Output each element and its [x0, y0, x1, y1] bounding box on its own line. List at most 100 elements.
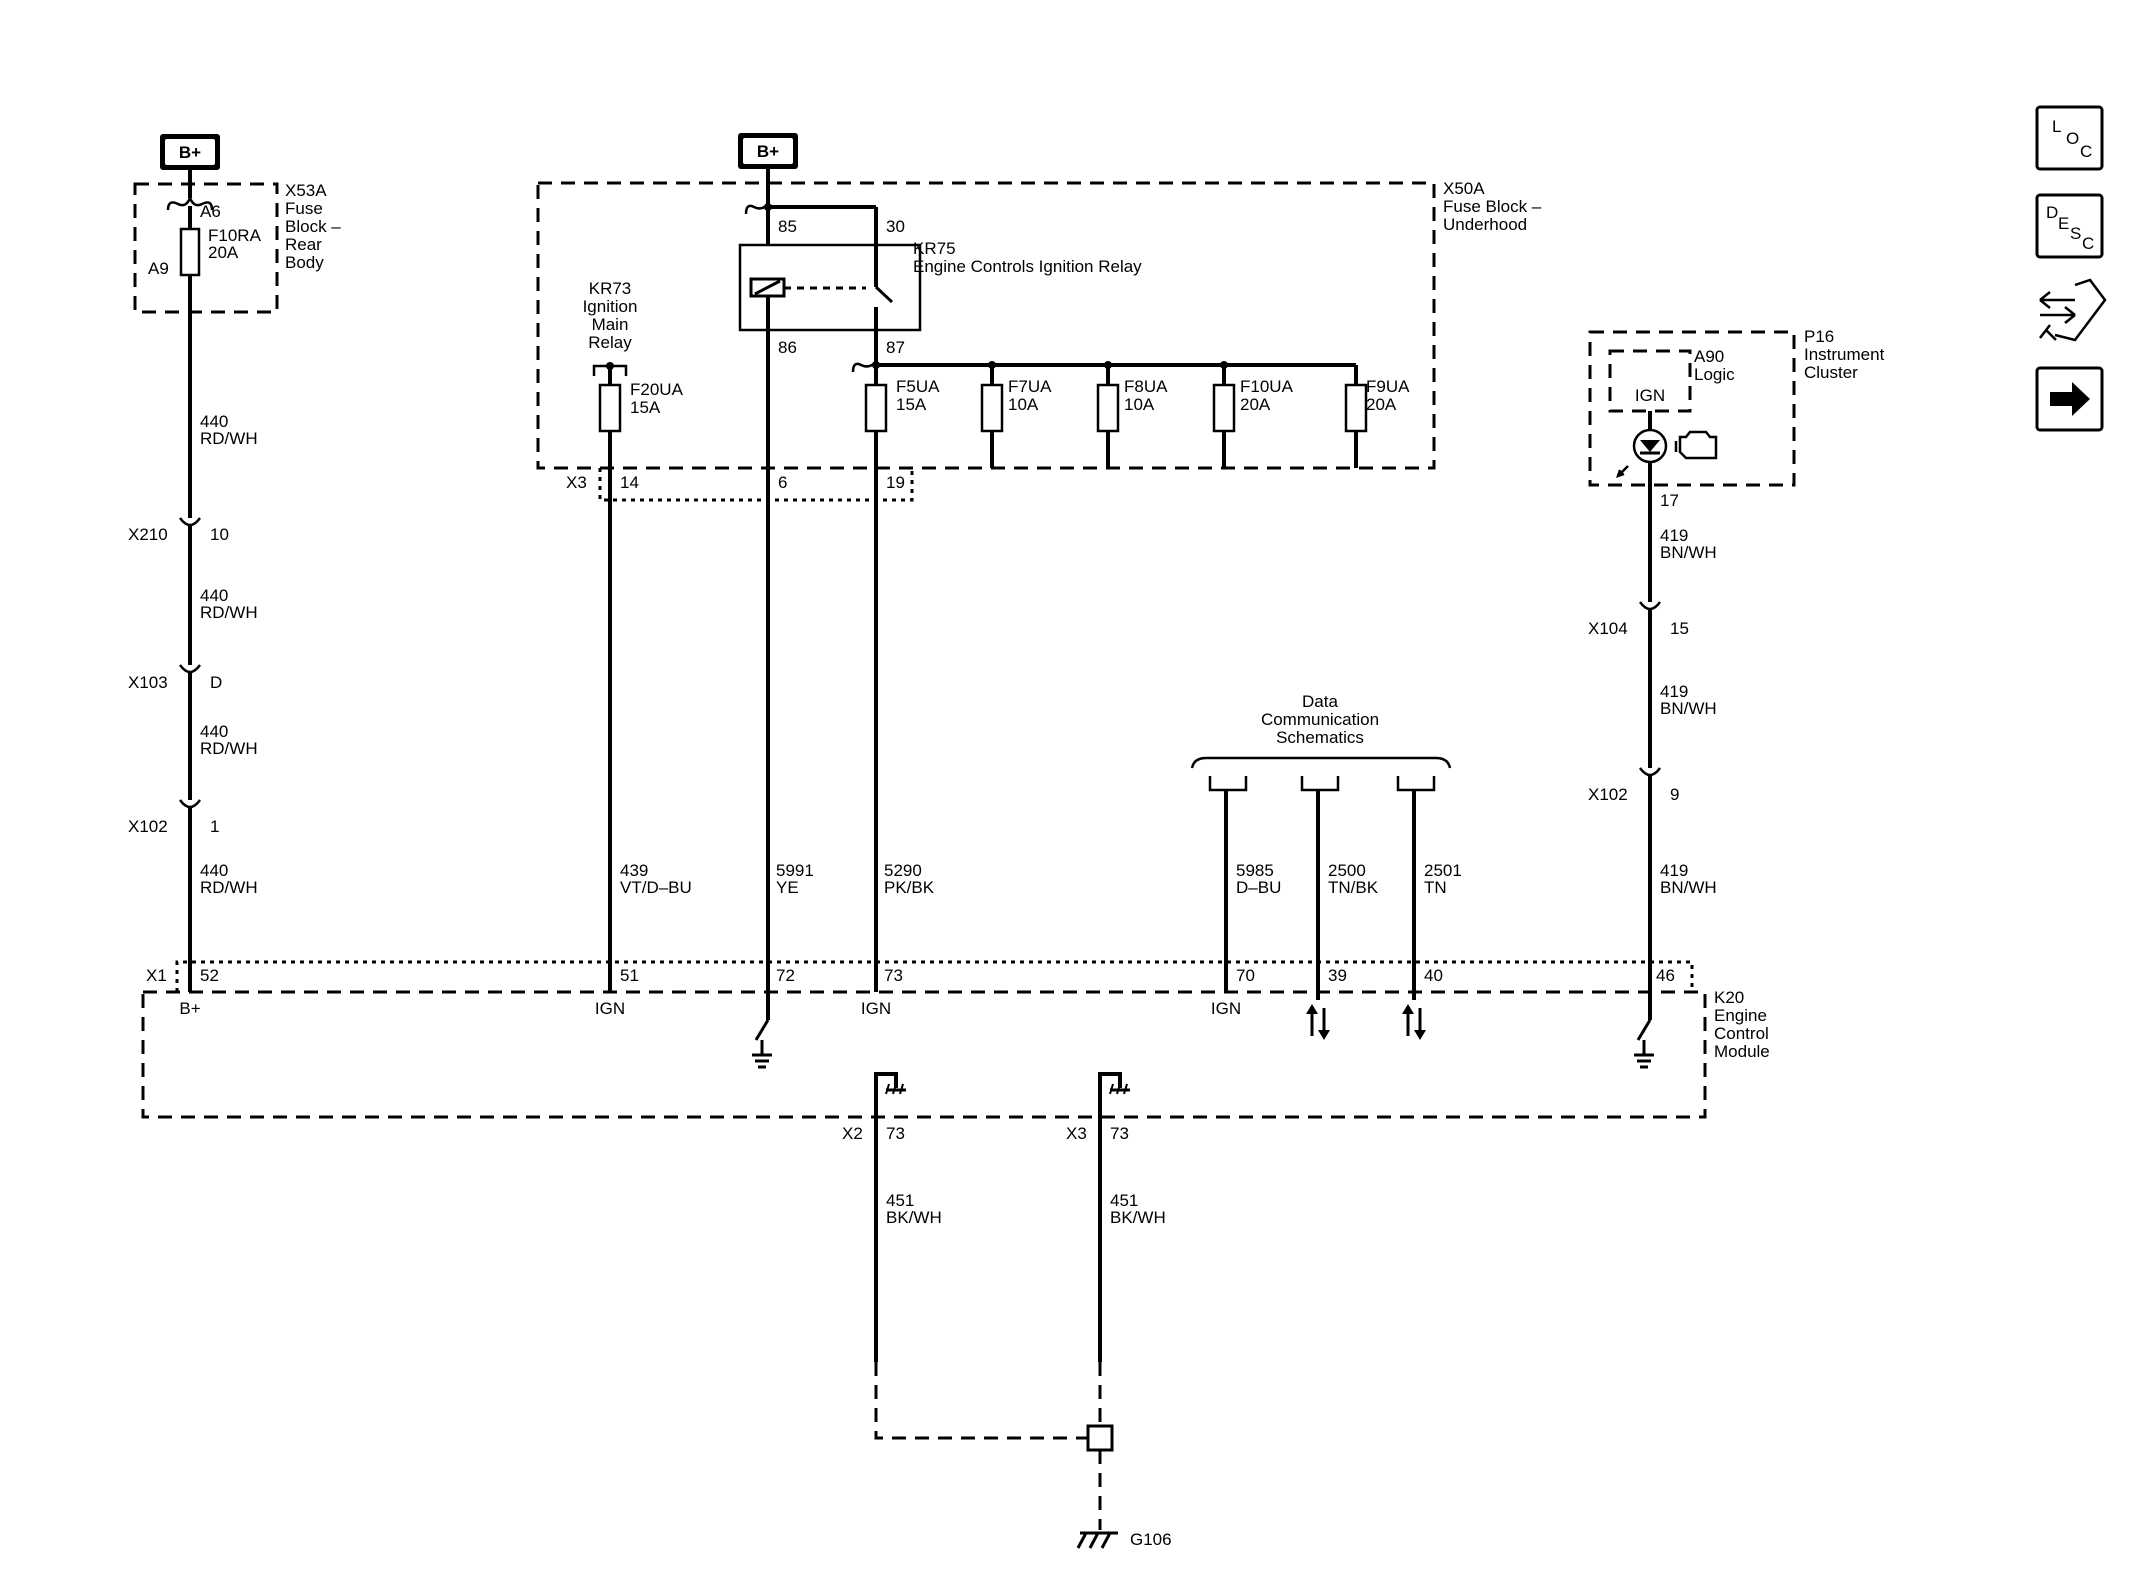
x50a-desc-1: Fuse Block –	[1443, 197, 1542, 216]
k20-ign-70: IGN	[1211, 999, 1241, 1018]
bplus-mid-label: B+	[757, 142, 779, 161]
x102-left-conn: X102	[128, 817, 168, 836]
f9ua-rating: 20A	[1366, 395, 1397, 414]
f20ua-rating: 15A	[630, 398, 661, 417]
p16-instrument-cluster: IGN A90 Logic P16 Instrument Cluster 17	[1588, 327, 1885, 602]
kr73-id: KR73	[589, 279, 632, 298]
w2501-num: 2501	[1424, 861, 1462, 880]
f7ua-name: F7UA	[1008, 377, 1052, 396]
k20-bplus: B+	[179, 999, 200, 1018]
loc-letter-l: L	[2052, 117, 2061, 136]
w440-2-color: RD/WH	[200, 603, 258, 622]
bplus-left: B+	[160, 134, 220, 170]
w2500-color: TN/BK	[1328, 878, 1379, 897]
f10ra-name: F10RA	[208, 226, 262, 245]
x50a-desc-2: Underhood	[1443, 215, 1527, 234]
w419-2-num: 419	[1660, 682, 1688, 701]
chassis-ground-icon	[1076, 1531, 1118, 1549]
w440-1-num: 440	[200, 412, 228, 431]
x53a-desc-3: Rear	[285, 235, 322, 254]
kr73-desc-2: Main	[592, 315, 629, 334]
k20-ign-73: IGN	[861, 999, 891, 1018]
loc-letter-c: C	[2080, 142, 2092, 161]
g106-label: G106	[1130, 1530, 1172, 1549]
f10ra-rating: 20A	[208, 243, 239, 262]
x2-pin: 73	[886, 1124, 905, 1143]
x3-bottom-pin: 73	[1110, 1124, 1129, 1143]
desc-letter-e: E	[2058, 214, 2069, 233]
p16-desc-2: Cluster	[1804, 363, 1858, 382]
loc-button[interactable]: L O C	[2035, 105, 2104, 171]
loc-letter-o: O	[2066, 129, 2079, 148]
k20-pin-70: 70	[1236, 966, 1255, 985]
x53a-desc-2: Block –	[285, 217, 341, 236]
k20-desc-2: Control	[1714, 1024, 1769, 1043]
x53a-desc-4: Body	[285, 253, 324, 272]
w440-1-color: RD/WH	[200, 429, 258, 448]
k20-ign-51: IGN	[595, 999, 625, 1018]
f20ua-name: F20UA	[630, 380, 684, 399]
f7ua-rating: 10A	[1008, 395, 1039, 414]
wire-419-right: 419 BN/WH X104 15 419 BN/WH X102 9 419 B…	[1588, 526, 1717, 992]
x102-right-pin: 9	[1670, 785, 1679, 804]
f10ua-name: F10UA	[1240, 377, 1294, 396]
kr73-relay: KR73 Ignition Main Relay F20UA 15A	[583, 279, 684, 970]
k20-x1: X1	[146, 966, 167, 985]
x104-pin: 15	[1670, 619, 1689, 638]
w5985-color: D–BU	[1236, 878, 1281, 897]
w451-2-color: BK/WH	[1110, 1208, 1166, 1227]
kr73-desc-1: Ignition	[583, 297, 638, 316]
check-engine-lamp-icon	[1616, 428, 1718, 478]
desc-button[interactable]: D E S C	[2035, 193, 2104, 259]
x3-pin-6: 6	[778, 473, 787, 492]
x103-pin: D	[210, 673, 222, 692]
splice-block	[1086, 1424, 1114, 1452]
x102-right-conn: X102	[1588, 785, 1628, 804]
desc-letter-c: C	[2082, 234, 2094, 253]
arrow-right-icon	[2050, 382, 2090, 416]
w419-1-color: BN/WH	[1660, 543, 1717, 562]
x103-conn: X103	[128, 673, 168, 692]
bidirectional-arrow-icon-39	[1306, 992, 1330, 1040]
wire-440-left: 440 RD/WH X210 10 440 RD/WH X103 D 440 R…	[128, 312, 258, 970]
w440-4-color: RD/WH	[200, 878, 258, 897]
x104-conn: X104	[1588, 619, 1628, 638]
w440-3-color: RD/WH	[200, 739, 258, 758]
x3-bottom-conn: X3	[1066, 1124, 1087, 1143]
x53a-fuse-block: A6 A9 F10RA 20A X53A Fuse Block – Rear B…	[133, 170, 341, 314]
k20-desc-1: Engine	[1714, 1006, 1767, 1025]
x2-conn: X2	[842, 1124, 863, 1143]
p16-id: P16	[1804, 327, 1834, 346]
k20-pin-39: 39	[1328, 966, 1347, 985]
k20-pin-46: 46	[1656, 966, 1675, 985]
middle-wire-labels: 439 VT/D–BU 5991 YE 5290 PK/BK	[620, 861, 935, 897]
w439-num: 439	[620, 861, 648, 880]
connector-info-button[interactable]	[2039, 278, 2107, 342]
kr73-desc-3: Relay	[588, 333, 632, 352]
w5290-color: PK/BK	[884, 878, 935, 897]
k20-desc-3: Module	[1714, 1042, 1770, 1061]
f8ua-name: F8UA	[1124, 377, 1168, 396]
f10ua-rating: 20A	[1240, 395, 1271, 414]
f8ua-rating: 10A	[1124, 395, 1155, 414]
x53a-desc-1: Fuse	[285, 199, 323, 218]
x102-left-pin: 1	[210, 817, 219, 836]
x210-conn: X210	[128, 525, 168, 544]
ground-circuit: X2 73 X3 73 451 BK/WH 451 BK/WH G106	[842, 1117, 1172, 1549]
p16-pin-17: 17	[1660, 491, 1679, 510]
w440-3-num: 440	[200, 722, 228, 741]
next-page-button[interactable]	[2035, 366, 2104, 432]
kr75-pin-87: 87	[886, 338, 905, 357]
kr75-pin-85: 85	[778, 217, 797, 236]
kr75-pin-86: 86	[778, 338, 797, 357]
fuse-bus: F5UA 15A F7UA 10A F8UA 10A F10UA 20A F9U…	[851, 361, 1410, 970]
w5991-num: 5991	[776, 861, 814, 880]
w440-2-num: 440	[200, 586, 228, 605]
x53a-pin-a6: A6	[200, 202, 221, 221]
k20-pin-73: 73	[884, 966, 903, 985]
ground-icon-72	[752, 1053, 772, 1069]
w451-1-color: BK/WH	[886, 1208, 942, 1227]
x53a-pin-a9: A9	[148, 259, 169, 278]
w419-1-num: 419	[1660, 526, 1688, 545]
